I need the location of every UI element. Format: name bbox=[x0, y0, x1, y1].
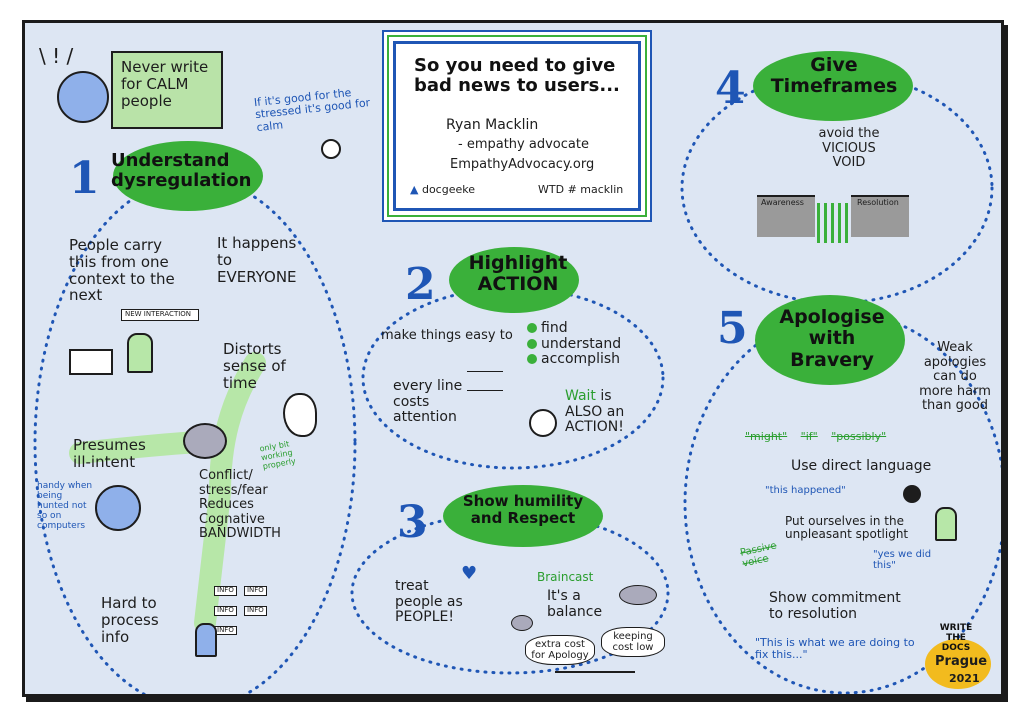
section2-title-bg bbox=[449, 247, 579, 313]
little-person-icon bbox=[321, 139, 341, 159]
cliff-right bbox=[851, 195, 909, 237]
section1-distorts: Distorts sense of time bbox=[223, 340, 286, 392]
item-find: find bbox=[541, 320, 568, 336]
crossed-might: "might" bbox=[745, 430, 788, 443]
green-crossroad bbox=[194, 352, 266, 634]
section4-awareness: Awareness bbox=[761, 198, 804, 207]
section2-items: find understand accomplish bbox=[527, 320, 622, 368]
twitter-handle: ▲ docgeeke bbox=[410, 183, 475, 196]
section3-balance: It's a balance bbox=[547, 588, 603, 620]
section4-title-bg bbox=[753, 51, 913, 121]
brain-storm-icon bbox=[183, 423, 227, 459]
section5-spotlight: Put ourselves in the unpleasant spotligh… bbox=[785, 514, 909, 542]
info-sign: INFO bbox=[243, 605, 267, 616]
text-lines-icon bbox=[467, 371, 503, 391]
wtd-badge-year: 2021 bbox=[949, 672, 980, 685]
section5-yes-we: "yes we did this" bbox=[873, 549, 932, 572]
section5-commitment: Show commitment to resolution bbox=[769, 590, 901, 622]
green-bullet bbox=[527, 338, 537, 349]
section1-handy: handy when being hunted not so on comput… bbox=[37, 481, 93, 532]
scared-face-icon bbox=[57, 71, 109, 123]
heart-hands-icon: ♥ bbox=[461, 563, 478, 584]
cliff-left bbox=[757, 195, 815, 237]
section2-wait-wrap: Wait is ALSO an ACTION! bbox=[565, 388, 645, 436]
section1-title: Understand dysregulation bbox=[111, 150, 252, 192]
overwhelmed-person-icon bbox=[195, 623, 217, 657]
title-card: So you need to give bad news to users...… bbox=[393, 41, 641, 211]
section5-title: Apologise with Bravery bbox=[779, 306, 885, 371]
bubble-section2 bbox=[361, 286, 665, 470]
section2-easy: make things easy to bbox=[381, 328, 513, 343]
info-sign: INFO bbox=[214, 605, 237, 616]
wtd-badge-line1: WRITE THE DOCS bbox=[939, 623, 973, 654]
spotlight-icon bbox=[903, 485, 921, 503]
new-interaction-sign: NEW INTERACTION bbox=[121, 309, 199, 321]
section4-title: Give Timeframes bbox=[770, 54, 898, 98]
small-brain-icon bbox=[511, 615, 533, 631]
twitter-handle-text: docgeeke bbox=[421, 183, 475, 196]
info-sign: INFO bbox=[214, 586, 237, 596]
section5-weak: Weak apologies can do more harm than goo… bbox=[919, 340, 991, 414]
green-bullet bbox=[527, 323, 537, 333]
section1-carry: People carry this from one context to th… bbox=[69, 236, 175, 305]
author-site: EmpathyAdvocacy.org bbox=[450, 157, 595, 172]
melting-clock-icon bbox=[283, 393, 317, 437]
crossed-possibly: "possibly" bbox=[831, 430, 887, 443]
section5-happened: "this happened" bbox=[765, 485, 846, 496]
bird-icon: ▲ bbox=[410, 183, 419, 196]
wtd-badge bbox=[925, 639, 991, 689]
title-card-title: So you need to give bad news to users... bbox=[414, 55, 620, 97]
section2-wait: Wait bbox=[565, 388, 596, 404]
section5-fix: "This is what we are doing to fix this..… bbox=[755, 636, 915, 662]
section3-title: Show humility and Respect bbox=[462, 492, 584, 527]
wtd-badge-line2: Prague bbox=[935, 654, 988, 669]
balance-scale-icon bbox=[555, 671, 635, 673]
author-name: Ryan Macklin bbox=[446, 117, 539, 133]
section1-conflict: Conflict/ stress/fear Reduces Cognative … bbox=[199, 468, 281, 542]
alarm-marks-icon: \ ! / bbox=[39, 44, 74, 68]
section1-number: 1 bbox=[69, 153, 100, 204]
section2-every-line: every line costs attention bbox=[393, 378, 463, 426]
item-accomplish: accomplish bbox=[541, 351, 621, 368]
green-bullet bbox=[527, 354, 537, 365]
section4-resolution: Resolution bbox=[857, 198, 899, 207]
author-role: - empathy advocate bbox=[458, 137, 589, 152]
section1-everyone: It happens to EVERYONE bbox=[217, 234, 297, 286]
brains-icon bbox=[619, 585, 657, 605]
section2-wait-rest: is ALSO an ACTION! bbox=[565, 388, 625, 436]
item-understand: understand bbox=[541, 335, 622, 352]
door-person-icon bbox=[127, 333, 153, 373]
stopwatch-icon bbox=[529, 409, 557, 437]
section2-title: Highlight ACTION bbox=[468, 252, 568, 296]
wtd-handle: WTD # macklin bbox=[538, 183, 624, 196]
section3-treat: treat people as PEOPLE! bbox=[395, 578, 463, 626]
section3-keeping: keeping cost low bbox=[601, 627, 665, 658]
void-people-icon bbox=[817, 203, 849, 243]
spotlight-person-icon bbox=[935, 507, 957, 541]
baggage-cart-icon bbox=[69, 349, 113, 375]
section5-crossed: "might" "if" "possibly" bbox=[745, 430, 905, 443]
suspicious-face-icon bbox=[95, 485, 141, 531]
section3-number: 3 bbox=[397, 497, 428, 548]
section5-title-bg bbox=[755, 295, 905, 385]
crossed-if: "if" bbox=[800, 430, 818, 443]
section1-hard: Hard to process info bbox=[101, 594, 159, 646]
never-write-box: Never write for CALM people bbox=[111, 51, 223, 129]
section3-extra-cost: extra cost for Apology bbox=[525, 635, 595, 666]
section4-number: 4 bbox=[715, 63, 746, 114]
info-sign: INFO bbox=[214, 625, 237, 636]
section1-title-bg bbox=[113, 141, 263, 211]
section5-direct: Use direct language bbox=[791, 458, 932, 474]
info-sign: INFO bbox=[243, 586, 267, 596]
section2-number: 2 bbox=[405, 259, 436, 310]
info-signs: INFO INFO INFO INFO INFO bbox=[213, 577, 283, 636]
section4-avoid: avoid the VICIOUS VOID bbox=[818, 126, 880, 171]
sketchnote-sheet: \ ! / Never write for CALM people If it'… bbox=[22, 20, 1004, 697]
section3-title-bg bbox=[443, 485, 603, 547]
section5-number: 5 bbox=[717, 303, 748, 354]
section3-braincast: Braincast bbox=[537, 570, 594, 584]
section1-presumes: Presumes ill-intent bbox=[73, 436, 146, 471]
never-write-text: Never write for CALM people bbox=[121, 58, 209, 110]
